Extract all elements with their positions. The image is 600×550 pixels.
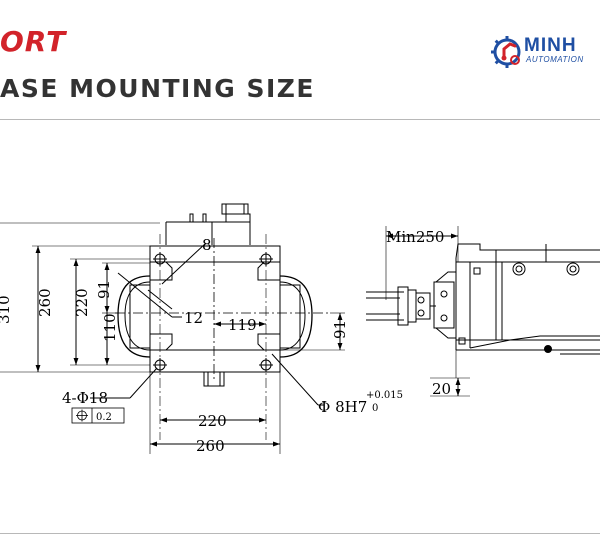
brand-title-fragment: ORT bbox=[0, 25, 67, 58]
screw-icon bbox=[512, 262, 526, 276]
pin-hole-callout: Φ 8H7 bbox=[318, 398, 367, 416]
side-body bbox=[455, 243, 600, 259]
company-logo-icon bbox=[491, 36, 521, 68]
dim-119: 119 bbox=[228, 316, 257, 334]
footer-divider bbox=[0, 533, 600, 534]
dim-260-horizontal: 260 bbox=[196, 437, 225, 455]
dim-min250: Min250 bbox=[386, 228, 444, 246]
pin-tolerance-upper: +0.015 bbox=[366, 390, 403, 401]
mounting-hole bbox=[153, 252, 167, 266]
dim-20: 20 bbox=[432, 380, 451, 398]
dim-260-vertical: 260 bbox=[36, 288, 54, 317]
mounting-hole bbox=[259, 252, 273, 266]
dim-91-right: 91 bbox=[331, 320, 349, 339]
logo-name: MINH bbox=[524, 35, 577, 56]
bottom-tab bbox=[203, 371, 225, 387]
header-divider bbox=[0, 119, 600, 120]
dim-310-partial: 310 bbox=[0, 295, 13, 324]
right-housing bbox=[279, 275, 313, 358]
left-housing bbox=[117, 275, 151, 358]
position-tolerance-frame bbox=[71, 407, 125, 424]
base-view bbox=[0, 203, 345, 454]
mounting-hole bbox=[153, 358, 167, 372]
dim-8: 8 bbox=[202, 236, 212, 254]
logo-tagline: AUTOMATION bbox=[526, 55, 584, 64]
section-title: ASE MOUNTING SIZE bbox=[0, 74, 316, 103]
position-tolerance-value: 0.2 bbox=[96, 412, 112, 423]
dim-220-vertical: 220 bbox=[73, 288, 91, 317]
connector-plugs bbox=[397, 271, 457, 339]
gear-robot-logo-icon bbox=[491, 36, 521, 68]
pin-tolerance-lower: 0 bbox=[372, 403, 378, 414]
dim-12: 12 bbox=[184, 309, 203, 327]
top-connector bbox=[165, 203, 251, 245]
screw-icon bbox=[566, 262, 580, 276]
inner-body bbox=[149, 261, 281, 351]
dim-91-vertical: 91 bbox=[95, 280, 113, 299]
side-view bbox=[366, 226, 600, 397]
dim-220-horizontal: 220 bbox=[198, 412, 227, 430]
dim-110-vertical: 110 bbox=[101, 313, 119, 342]
holes-callout: 4-Φ18 bbox=[62, 389, 108, 407]
base-plate bbox=[129, 245, 301, 373]
mounting-hole bbox=[259, 358, 273, 372]
